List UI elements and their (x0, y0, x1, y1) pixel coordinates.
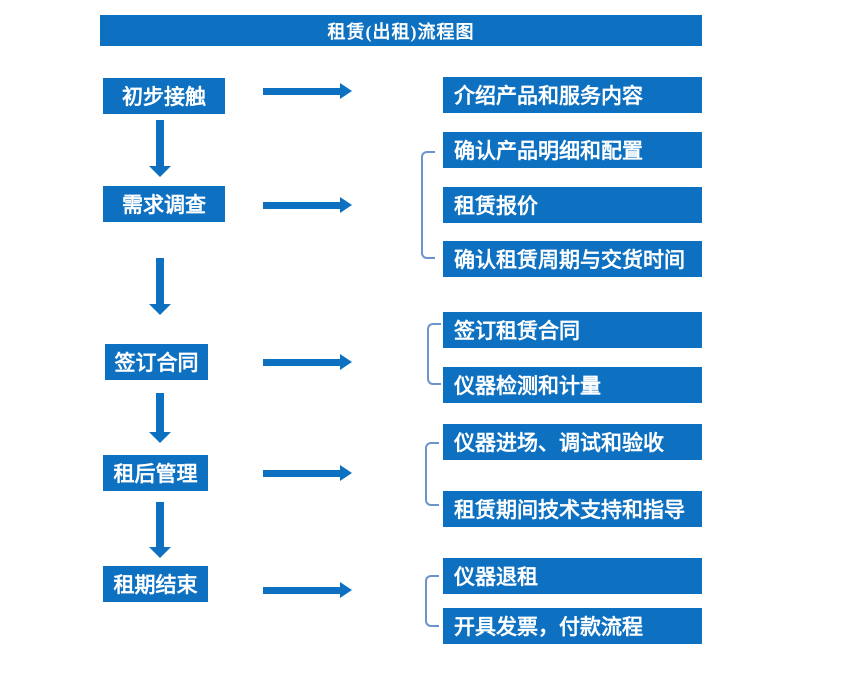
group-bracket (427, 323, 441, 385)
arrow-shaft (263, 587, 340, 594)
arrow-shaft (263, 88, 340, 95)
arrow-head (149, 304, 171, 315)
detail-box: 介绍产品和服务内容 (443, 77, 702, 113)
group-bracket (425, 575, 439, 627)
arrow-head (149, 166, 171, 177)
detail-box: 确认租赁周期与交货时间 (443, 241, 702, 277)
down-arrow-connector (149, 393, 171, 443)
group-bracket (425, 442, 439, 506)
step-sign-contract: 签订合同 (105, 344, 208, 380)
detail-box: 确认产品明细和配置 (443, 132, 702, 168)
right-arrow-connector (263, 582, 352, 599)
down-arrow-connector (149, 120, 171, 177)
arrow-shaft (263, 470, 340, 477)
arrow-head (149, 547, 171, 558)
arrow-head (149, 432, 171, 443)
detail-box: 仪器退租 (443, 558, 702, 594)
right-arrow-connector (263, 197, 352, 214)
arrow-shaft (263, 359, 340, 366)
detail-box: 仪器进场、调试和验收 (443, 424, 702, 460)
arrow-head (340, 354, 352, 370)
arrow-head (340, 83, 352, 99)
arrow-head (340, 465, 352, 481)
group-bracket (421, 151, 435, 259)
right-arrow-connector (263, 83, 352, 100)
right-arrow-connector (263, 465, 352, 482)
detail-box: 签订租赁合同 (443, 312, 702, 348)
step-post-rental-management: 租后管理 (103, 455, 208, 491)
detail-box: 开具发票，付款流程 (443, 608, 702, 644)
down-arrow-connector (149, 258, 171, 315)
arrow-shaft (156, 120, 164, 166)
arrow-head (340, 197, 352, 213)
step-initial-contact: 初步接触 (103, 78, 225, 114)
down-arrow-connector (149, 502, 171, 558)
arrow-head (340, 582, 352, 598)
detail-box: 租赁期间技术支持和指导 (443, 491, 702, 527)
arrow-shaft (156, 393, 164, 432)
right-arrow-connector (263, 354, 352, 371)
arrow-shaft (263, 202, 340, 209)
detail-box: 租赁报价 (443, 187, 702, 223)
arrow-shaft (156, 258, 164, 304)
flowchart-title: 租赁(出租)流程图 (100, 15, 702, 46)
step-demand-survey: 需求调查 (103, 186, 225, 222)
arrow-shaft (156, 502, 164, 547)
detail-box: 仪器检测和计量 (443, 367, 702, 403)
step-rental-end: 租期结束 (103, 566, 208, 602)
